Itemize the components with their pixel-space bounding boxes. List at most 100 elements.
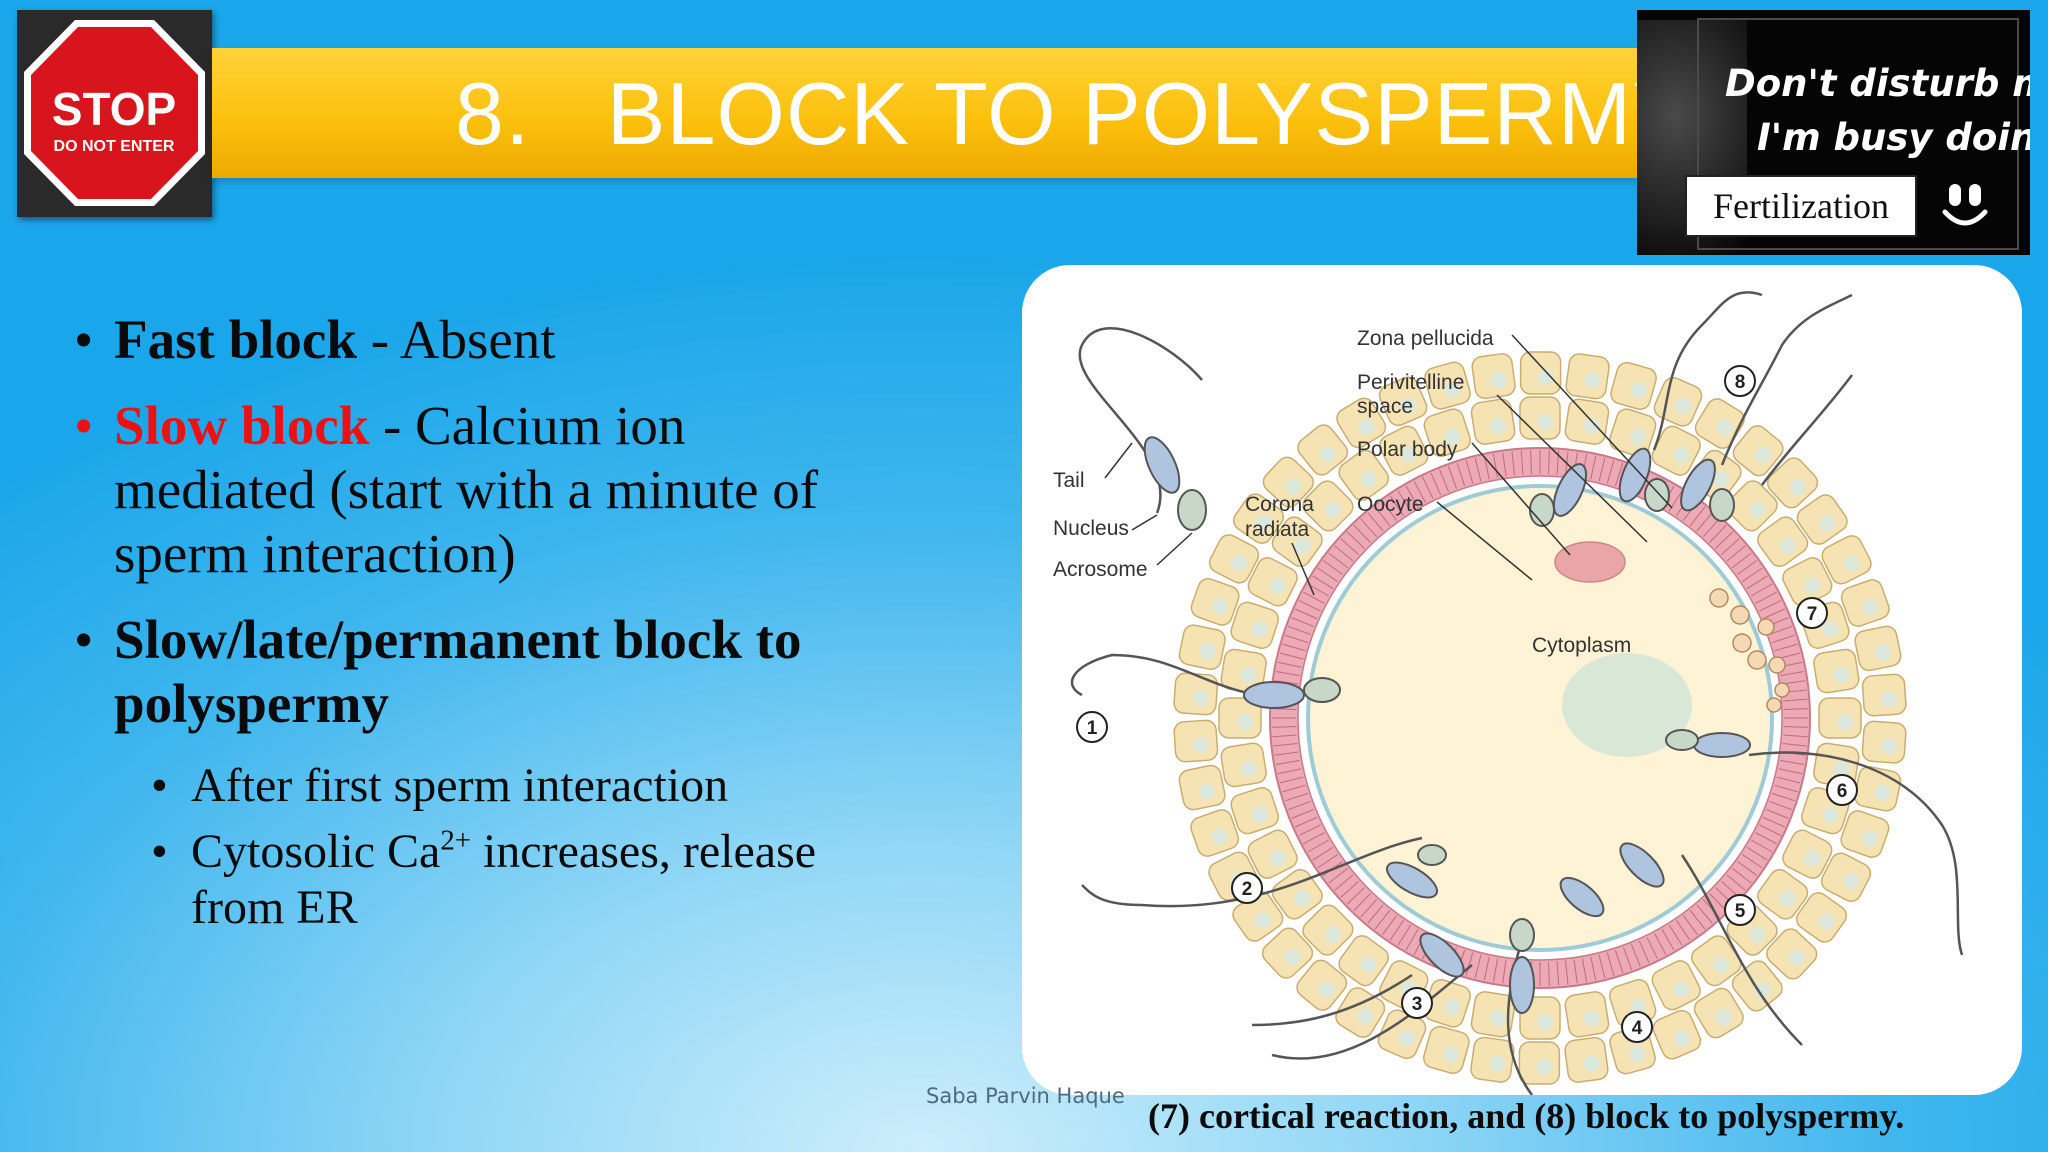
zona-stripe bbox=[1303, 591, 1325, 604]
zona-stripe bbox=[1759, 824, 1782, 836]
zona-stripe bbox=[1731, 552, 1752, 569]
corona-cell-nucleus bbox=[1715, 1009, 1732, 1026]
zona-stripe bbox=[1702, 518, 1720, 538]
step-number-6: 6 bbox=[1837, 781, 1848, 802]
step-number-1: 1 bbox=[1087, 718, 1098, 739]
sperm-heads bbox=[1143, 436, 1751, 1014]
corona-cell-nucleus bbox=[1822, 806, 1839, 823]
zona-stripe bbox=[1346, 531, 1365, 549]
corona-cell-nucleus bbox=[1444, 381, 1461, 398]
badge-line-1: Don't disturb me, bbox=[1725, 62, 2030, 105]
zona-stripe bbox=[1676, 920, 1691, 941]
corona-cell-nucleus bbox=[1804, 850, 1821, 867]
cortical-granules bbox=[1709, 588, 1790, 713]
zona-stripe bbox=[1573, 959, 1578, 984]
zona-stripe bbox=[1307, 583, 1329, 597]
zona-stripe bbox=[1291, 808, 1314, 819]
corona-cell-nucleus bbox=[1673, 981, 1690, 998]
corona-cell-nucleus bbox=[1536, 1058, 1553, 1075]
corona-cell-nucleus bbox=[1294, 890, 1311, 907]
zona-stripe bbox=[1776, 776, 1801, 784]
zona-stripe bbox=[1726, 545, 1746, 562]
zona-stripe bbox=[1360, 898, 1378, 918]
zona-stripe bbox=[1279, 652, 1304, 660]
corona-cell-nucleus bbox=[1804, 577, 1821, 594]
label-perivitelline-1: Perivitelline bbox=[1357, 371, 1464, 394]
corona-cell-nucleus bbox=[1629, 1046, 1646, 1063]
zona-stripe bbox=[1737, 560, 1758, 575]
zona-stripe bbox=[1746, 575, 1768, 590]
corona-cell-nucleus bbox=[1230, 554, 1247, 571]
corona-cell-nucleus bbox=[1444, 428, 1461, 445]
zona-stripe bbox=[1474, 457, 1482, 482]
smiley-icon bbox=[1942, 184, 1988, 226]
corona-cell-nucleus bbox=[1788, 949, 1805, 966]
corona-cell-nucleus bbox=[1583, 1055, 1600, 1072]
zona-stripe bbox=[1382, 500, 1397, 521]
step-number-7: 7 bbox=[1807, 604, 1818, 625]
corona-cell-nucleus bbox=[1713, 956, 1730, 973]
zona-stripe bbox=[1530, 450, 1532, 475]
zona-stripe bbox=[1780, 759, 1805, 766]
corona-cell-nucleus bbox=[1862, 599, 1879, 616]
corona-cell-nucleus bbox=[1818, 913, 1835, 930]
label-tail: Tail bbox=[1053, 469, 1085, 492]
zona-stripe bbox=[1279, 776, 1304, 784]
zona-stripe bbox=[1511, 451, 1515, 476]
label-corona-1: Corona bbox=[1245, 493, 1314, 516]
zona-stripe bbox=[1282, 784, 1306, 793]
corona-cell-nucleus bbox=[1443, 1046, 1460, 1063]
zona-stripe bbox=[1614, 462, 1624, 487]
zona-stripe bbox=[1590, 455, 1597, 480]
zona-stripe bbox=[1367, 904, 1384, 924]
zona-stripe bbox=[1771, 792, 1796, 802]
corona-cell-nucleus bbox=[1212, 597, 1229, 614]
zona-stripe bbox=[1287, 800, 1311, 811]
zona-stripe bbox=[1340, 538, 1360, 556]
zona-stripe bbox=[1273, 743, 1298, 747]
zona-stripe bbox=[1502, 959, 1507, 984]
zona-stripe bbox=[1284, 792, 1309, 802]
step-number-3: 3 bbox=[1412, 994, 1423, 1015]
corona-cell-nucleus bbox=[1833, 760, 1850, 777]
zona-stripe bbox=[1294, 816, 1318, 828]
dont-disturb-image: Don't disturb me, I'm busy doing Fertili… bbox=[1637, 10, 2030, 255]
zona-stripe bbox=[1737, 861, 1758, 876]
corona-cell-nucleus bbox=[1673, 1030, 1690, 1047]
corona-cell-nucleus bbox=[1716, 419, 1733, 436]
zona-stripe bbox=[1548, 961, 1550, 986]
zona-stripe bbox=[1277, 768, 1302, 775]
corona-cell-nucleus bbox=[1324, 926, 1341, 943]
corona-cell-nucleus bbox=[1269, 850, 1286, 867]
slow-block-desc-2: mediated (start with a minute of bbox=[114, 459, 819, 520]
zona-stripe bbox=[1774, 643, 1798, 652]
zona-stripe bbox=[1668, 924, 1683, 946]
corona-cell-nucleus bbox=[1285, 478, 1302, 495]
zona-stripe bbox=[1492, 958, 1499, 983]
zona-stripe bbox=[1439, 469, 1450, 492]
zona-stripe bbox=[1275, 759, 1300, 766]
corona-cell-nucleus bbox=[1319, 446, 1336, 463]
zona-stripe bbox=[1598, 954, 1606, 979]
label-oocyte: Oocyte bbox=[1357, 493, 1424, 516]
corona-cell-nucleus bbox=[1584, 372, 1601, 389]
zona-stripe bbox=[1683, 915, 1698, 936]
calcium-text-line-2: from ER bbox=[191, 881, 358, 934]
zona-stripe bbox=[1334, 874, 1354, 891]
stop-subtext: DO NOT ENTER bbox=[54, 138, 175, 155]
zona-stripe bbox=[1654, 933, 1667, 955]
zona-stripe bbox=[1474, 954, 1482, 979]
sperm-tails bbox=[1070, 291, 1964, 1095]
zona-stripe bbox=[1638, 940, 1650, 964]
zona-stripe bbox=[1430, 472, 1442, 496]
corona-cell-nucleus bbox=[1251, 806, 1268, 823]
zona-stripe bbox=[1630, 944, 1641, 967]
zona-stripe bbox=[1328, 552, 1349, 569]
zona-stripe bbox=[1689, 506, 1706, 527]
corona-cell-nucleus bbox=[1874, 644, 1891, 661]
zona-stripe bbox=[1606, 460, 1615, 484]
calcium-text-post: increases, release bbox=[470, 825, 817, 878]
corona-cell-nucleus bbox=[1583, 417, 1600, 434]
corona-cell-nucleus bbox=[1881, 691, 1898, 708]
